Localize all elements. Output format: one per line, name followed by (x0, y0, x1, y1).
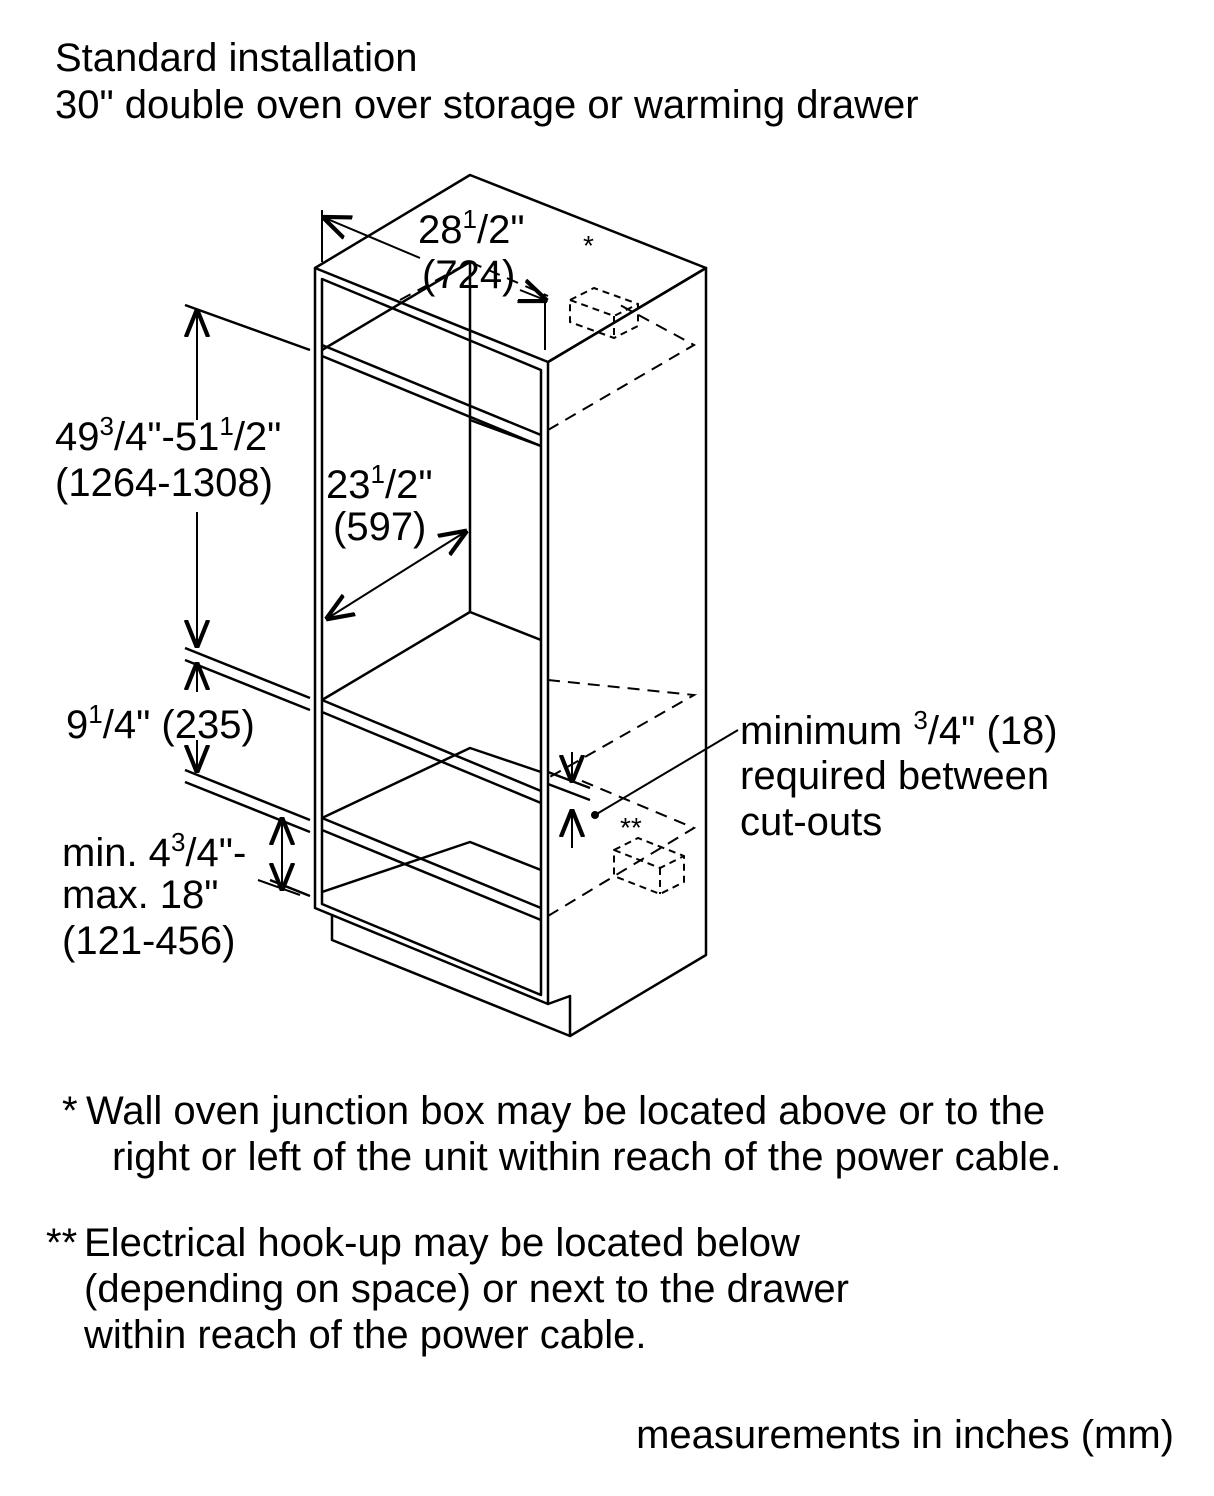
width-arrow (325, 218, 421, 259)
asterisk-top: * (583, 230, 594, 261)
junction-box-top (569, 286, 639, 340)
oven-opening-back (321, 260, 472, 612)
junction-box-bottom (613, 836, 685, 896)
depth-mm-label: (597) (333, 505, 427, 549)
note-2-line-1: Electrical hook-up may be located below (84, 1221, 800, 1265)
max-label: max. 18" (62, 873, 219, 917)
note-2-marker: ** (46, 1221, 78, 1265)
minmax-mm-label: (121-456) (62, 919, 236, 963)
cutout-label-3: cut-outs (740, 800, 883, 844)
height-mm-label: (1264-1308) (55, 461, 273, 505)
cabinet-front-inner (320, 277, 543, 997)
note-1-line-2: right or left of the unit within reach o… (112, 1135, 1062, 1179)
minmax-leader (257, 879, 301, 896)
note-2-line-3: within reach of the power cable. (84, 1313, 647, 1357)
dashed-width-ext (399, 260, 549, 301)
depth-arrow (328, 532, 465, 618)
drawer-opening (321, 746, 542, 820)
cutout-label-2: required between (740, 754, 1050, 798)
minmax-label: min. 43/4"- (62, 827, 247, 875)
cabinet-side (547, 266, 708, 1038)
title-line-1: Standard installation (55, 36, 418, 80)
cutout-leader (594, 729, 739, 816)
depth-label: 231/2" (326, 459, 433, 507)
upper-rail (321, 343, 542, 448)
dashed-oven-shelf (547, 679, 698, 779)
cabinet-plinth (330, 914, 571, 1038)
asterisk-bottom: ** (620, 812, 642, 843)
oven-shelf (321, 610, 542, 702)
cabinet-front-outer (313, 268, 550, 1006)
note-2-line-2: (depending on space) or next to the draw… (84, 1267, 849, 1311)
dashed-upper-top (547, 304, 697, 431)
note-1-line-1: Wall oven junction box may be located ab… (86, 1089, 1046, 1133)
gap-label: 91/4" (235) (66, 699, 255, 747)
width-label: 281/2" (418, 204, 525, 252)
dashed-drawer (547, 777, 697, 917)
drawer-bottom (321, 840, 542, 894)
cutout-label: minimum 3/4" (18) (740, 705, 1058, 753)
title-line-2: 30" double oven over storage or warming … (55, 83, 919, 127)
width-mm-label: (724) (422, 253, 516, 297)
height-label: 493/4"-511/2" (55, 411, 282, 459)
measurement-units-footer: measurements in inches (mm) (636, 1413, 1174, 1457)
note-1-marker: * (62, 1089, 78, 1133)
